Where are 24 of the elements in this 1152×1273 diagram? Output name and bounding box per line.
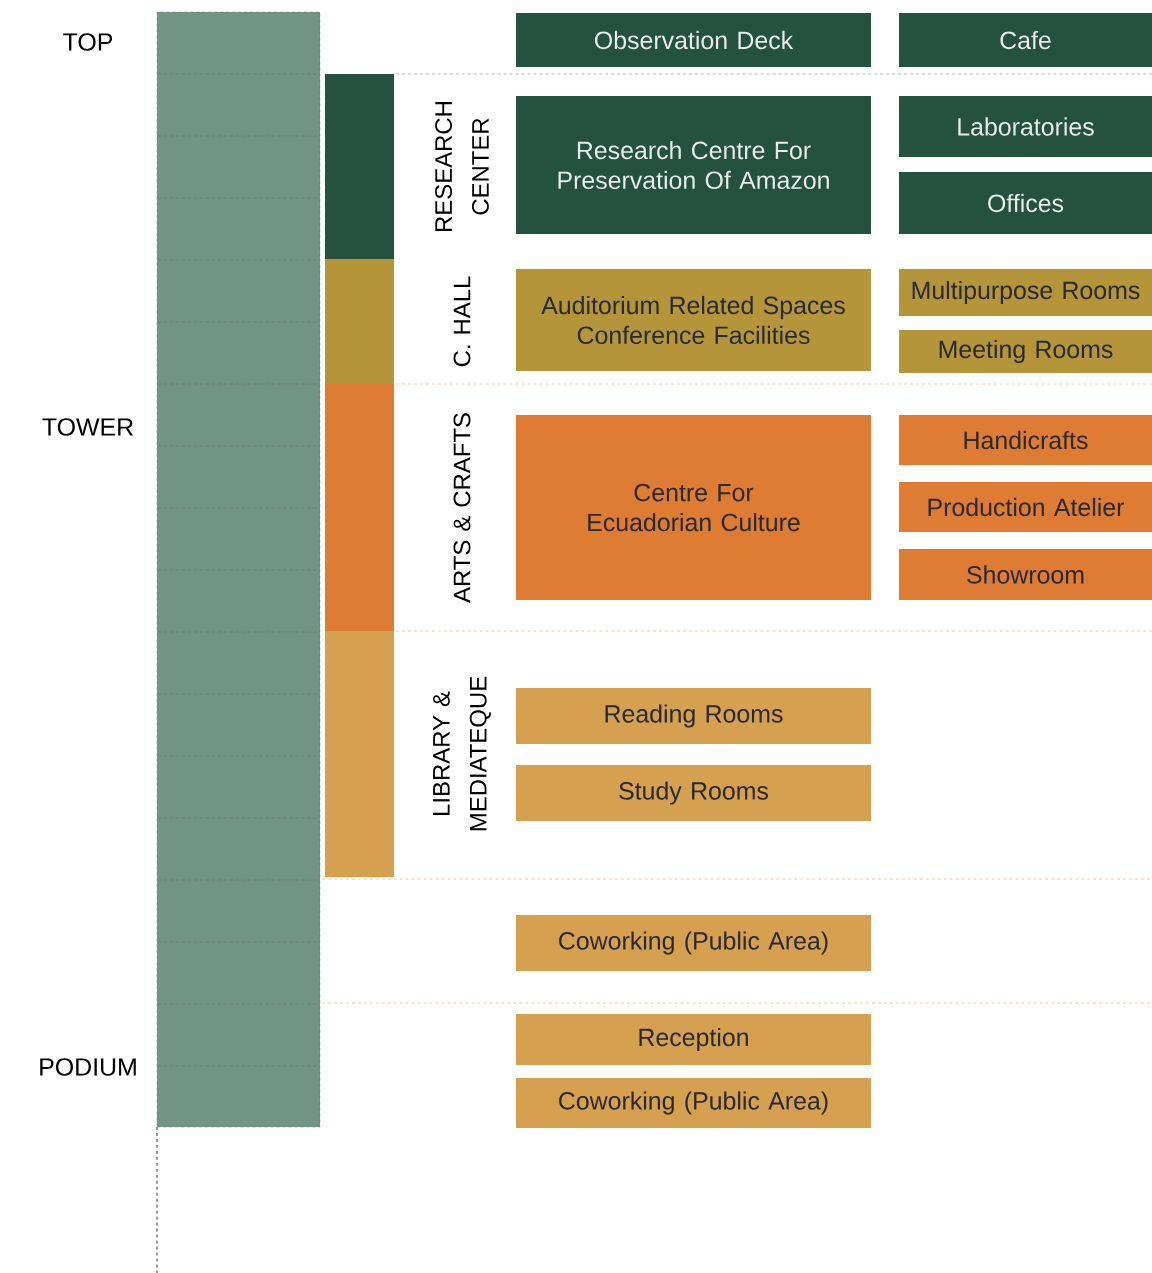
vertical-label: RESEARCH CENTER [435,102,489,231]
space-box: Observation Deck [516,13,871,67]
space-box: Production Atelier [899,482,1152,532]
space-box: Coworking (Public Area) [516,1078,871,1128]
space-box: Showroom [899,549,1152,600]
space-box: Meeting Rooms [899,330,1152,373]
vertical-label: C. HALL [453,276,471,367]
vertical-label: ARTS & CRAFTS [453,413,471,603]
space-box: Research Centre For Preservation Of Amazon [516,96,871,234]
space-box: Coworking (Public Area) [516,915,871,971]
space-box: Auditorium Related Spaces Conference Facilities [516,269,871,371]
space-box: Cafe [899,13,1152,67]
space-box: Centre For Ecuadorian Culture [516,415,871,600]
level-label: TOP [63,33,113,51]
space-box: Laboratories [899,96,1152,157]
space-box: Handicrafts [899,415,1152,465]
space-box: Study Rooms [516,765,871,821]
tower-bar [156,11,321,1128]
space-box: Reading Rooms [516,688,871,744]
vertical-label: LIBRARY & MEDIATEQUE [433,676,491,831]
space-box: Reception [516,1014,871,1065]
space-box: Multipurpose Rooms [899,269,1152,316]
space-box: Offices [899,172,1152,234]
level-label: TOWER [42,418,133,436]
